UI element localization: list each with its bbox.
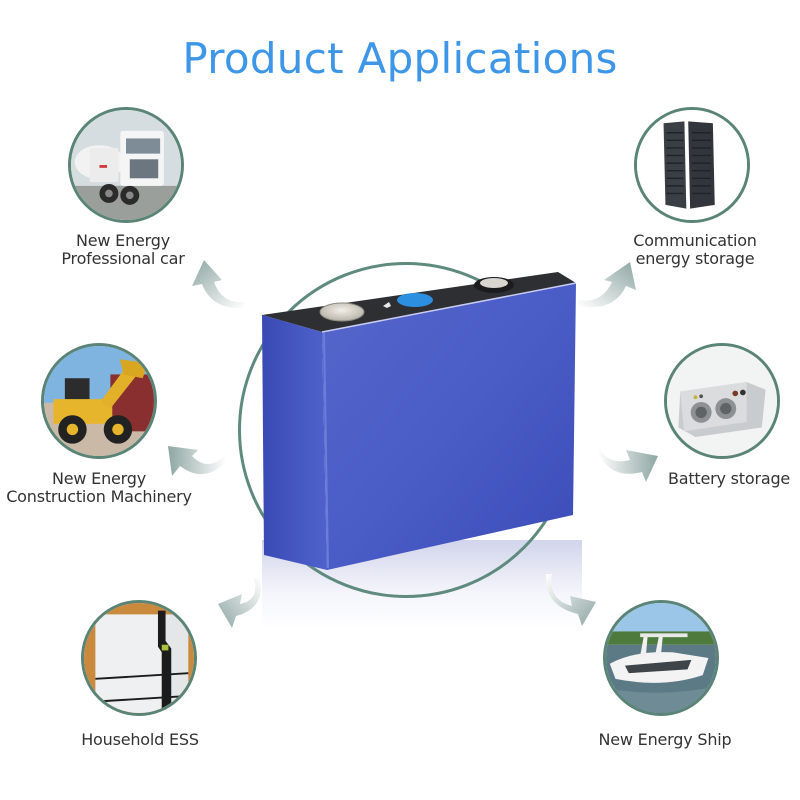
curved-arrow-right-icon bbox=[592, 426, 662, 486]
curved-arrow-down-right-icon bbox=[540, 570, 610, 630]
wheel-loader-icon bbox=[41, 343, 157, 459]
curved-arrow-up-left-icon bbox=[182, 252, 252, 312]
application-label: Household ESS bbox=[81, 730, 199, 749]
home-battery-icon bbox=[81, 600, 197, 716]
center-ring bbox=[238, 262, 574, 598]
curved-arrow-left-icon bbox=[162, 418, 232, 478]
server-rack-icon bbox=[634, 107, 750, 223]
truck-icon bbox=[68, 107, 184, 223]
curved-arrow-down-left-icon bbox=[206, 574, 276, 634]
curved-arrow-up-right-icon bbox=[574, 252, 644, 312]
application-label: Communication energy storage bbox=[633, 231, 757, 268]
application-label: New Energy Ship bbox=[598, 730, 732, 749]
yacht-icon bbox=[603, 600, 719, 716]
application-label: Battery storage bbox=[667, 469, 791, 488]
page-title: Product Applications bbox=[182, 34, 618, 83]
application-label: New Energy Professional car bbox=[61, 231, 185, 268]
battery-module-icon bbox=[664, 343, 780, 459]
application-label: New Energy Construction Machinery bbox=[6, 469, 192, 506]
